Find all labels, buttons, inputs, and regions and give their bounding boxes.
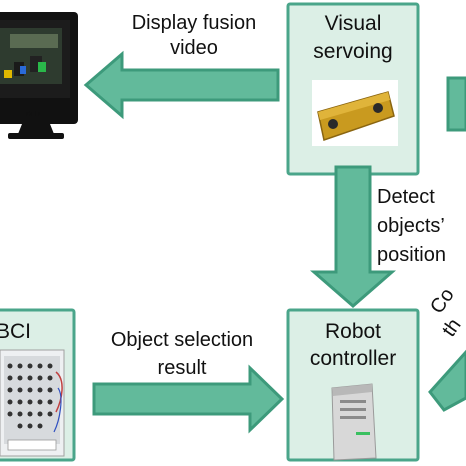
selection-label-line1: Object selection [111, 329, 253, 351]
detect-position-arrow [309, 165, 397, 308]
eeg-cap-icon [0, 349, 65, 457]
selection-label-line2: result [158, 357, 207, 379]
monitor-brand: DELL [26, 112, 42, 118]
robot-controller-label-line2: controller [310, 347, 396, 370]
selection-arrow [92, 364, 285, 434]
detect-label-line3: position [377, 244, 446, 266]
display-fusion-label-line2: video [170, 37, 218, 59]
visual-servoing-label-line2: servoing [313, 40, 392, 63]
control-label-line1: Co [426, 284, 459, 318]
right-arrow-fragment [446, 76, 466, 132]
control-label-line2: th [438, 315, 466, 341]
robot-controller-box [286, 308, 420, 462]
monitor-icon: DELL [0, 12, 78, 139]
display-video-arrow [83, 50, 280, 120]
pc-tower-icon [331, 383, 377, 461]
display-fusion-label-line1: Display fusion [132, 12, 257, 34]
control-arrow-fragment [428, 349, 466, 412]
detect-label-line1: Detect [377, 186, 435, 208]
detect-label-line2: objects’ [377, 215, 445, 237]
bci-label: BCI [0, 320, 31, 343]
stereo-camera-icon [312, 80, 398, 146]
visual-servoing-label-line1: Visual [325, 12, 382, 35]
robot-controller-label-line1: Robot [325, 320, 381, 343]
